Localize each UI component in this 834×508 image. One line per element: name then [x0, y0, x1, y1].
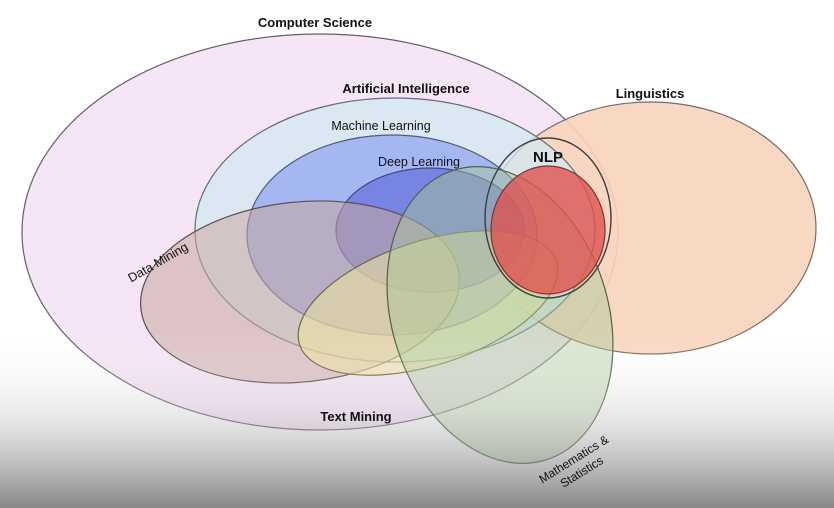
text-mining-label: Text Mining	[320, 409, 391, 424]
nlp-circle	[490, 165, 606, 295]
nlp-label: NLP	[533, 149, 563, 166]
deep-learning-label: Deep Learning	[378, 155, 460, 169]
computer-science-label: Computer Science	[258, 15, 372, 30]
artificial-intelligence-label: Artificial Intelligence	[342, 81, 469, 96]
nlp-boundary	[484, 137, 612, 299]
machine-learning-label: Machine Learning	[331, 119, 430, 133]
linguistics-label: Linguistics	[616, 86, 685, 101]
bottom-fade-overlay	[0, 330, 834, 508]
